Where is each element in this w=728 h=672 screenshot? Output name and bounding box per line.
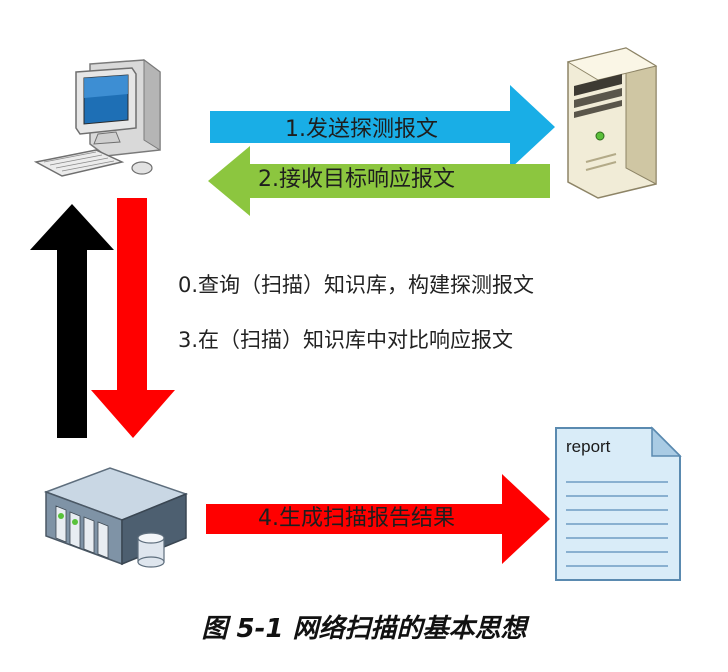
step-query-knowledge-base: 0.查询（扫描）知识库，构建探测报文: [178, 273, 535, 297]
report-document-icon: [555, 426, 682, 581]
step-send-probe: 1.发送探测报文: [285, 117, 438, 142]
generate-report-arrow: [206, 474, 550, 564]
report-label: report: [566, 437, 611, 456]
receive-response-arrow: [208, 146, 550, 216]
step-compare-knowledge-base: 3.在（扫描）知识库中对比响应报文: [178, 328, 514, 352]
send-probe-arrow: [210, 85, 555, 169]
up-arrow: [30, 204, 114, 438]
database-server-icon: [43, 467, 189, 568]
desktop-computer-icon: [33, 59, 161, 177]
step-generate-report: 4.生成扫描报告结果: [258, 506, 455, 531]
figure-caption: 图 5-1 网络扫描的基本思想: [201, 614, 527, 644]
down-arrow: [91, 198, 175, 438]
step-receive-response: 2.接收目标响应报文: [258, 167, 455, 192]
tower-server-icon: [566, 47, 658, 199]
